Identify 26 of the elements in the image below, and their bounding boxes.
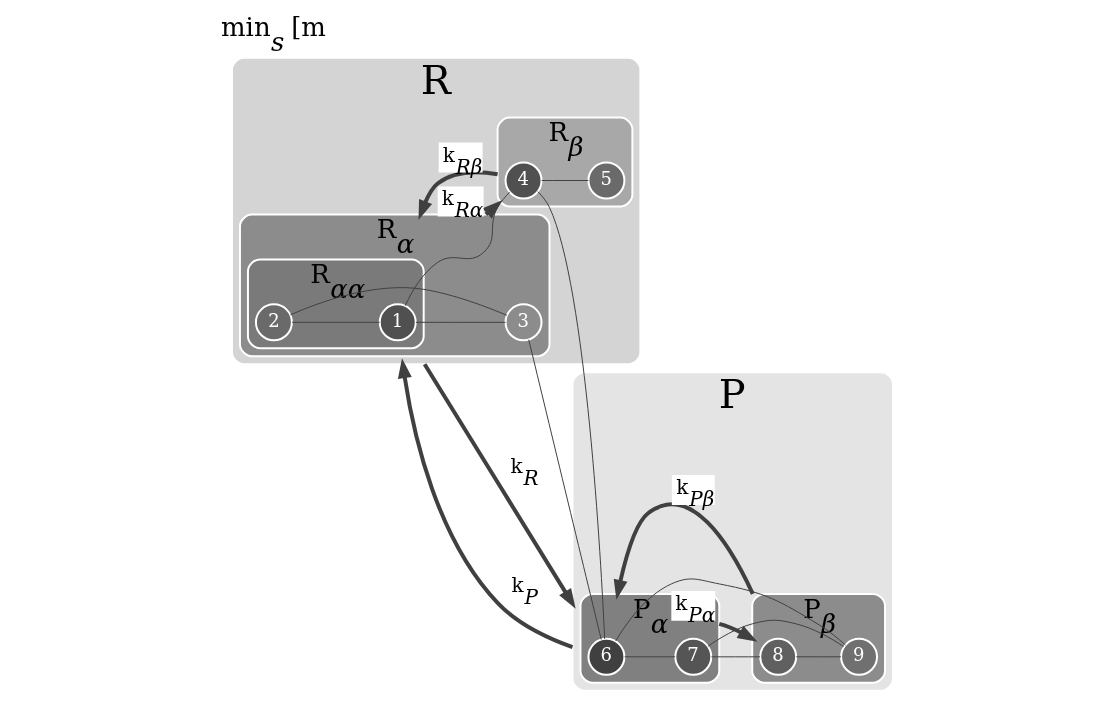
arrow xyxy=(422,363,576,609)
node-circle: 8 xyxy=(759,637,798,676)
connector xyxy=(707,619,845,647)
node-circle: 4 xyxy=(504,161,543,200)
node-circle: 2 xyxy=(254,303,293,342)
arrow xyxy=(397,358,574,649)
node-circle: 3 xyxy=(504,303,543,342)
connector xyxy=(615,578,846,646)
connector xyxy=(541,180,589,181)
node-circle: 5 xyxy=(587,161,626,200)
node-circle: 1 xyxy=(378,303,417,342)
connector xyxy=(415,321,506,323)
connector xyxy=(624,656,676,658)
arrow xyxy=(718,621,758,642)
connector xyxy=(291,321,381,323)
connector xyxy=(404,191,511,307)
arrow xyxy=(418,170,498,221)
connector xyxy=(537,191,606,640)
connector xyxy=(711,656,761,658)
node-circle: 9 xyxy=(840,637,879,676)
connector xyxy=(795,656,842,658)
connector xyxy=(528,339,602,640)
node-circle: 6 xyxy=(587,637,626,676)
node-circle: 7 xyxy=(674,637,713,676)
arrow xyxy=(613,502,755,600)
connector xyxy=(289,287,508,316)
